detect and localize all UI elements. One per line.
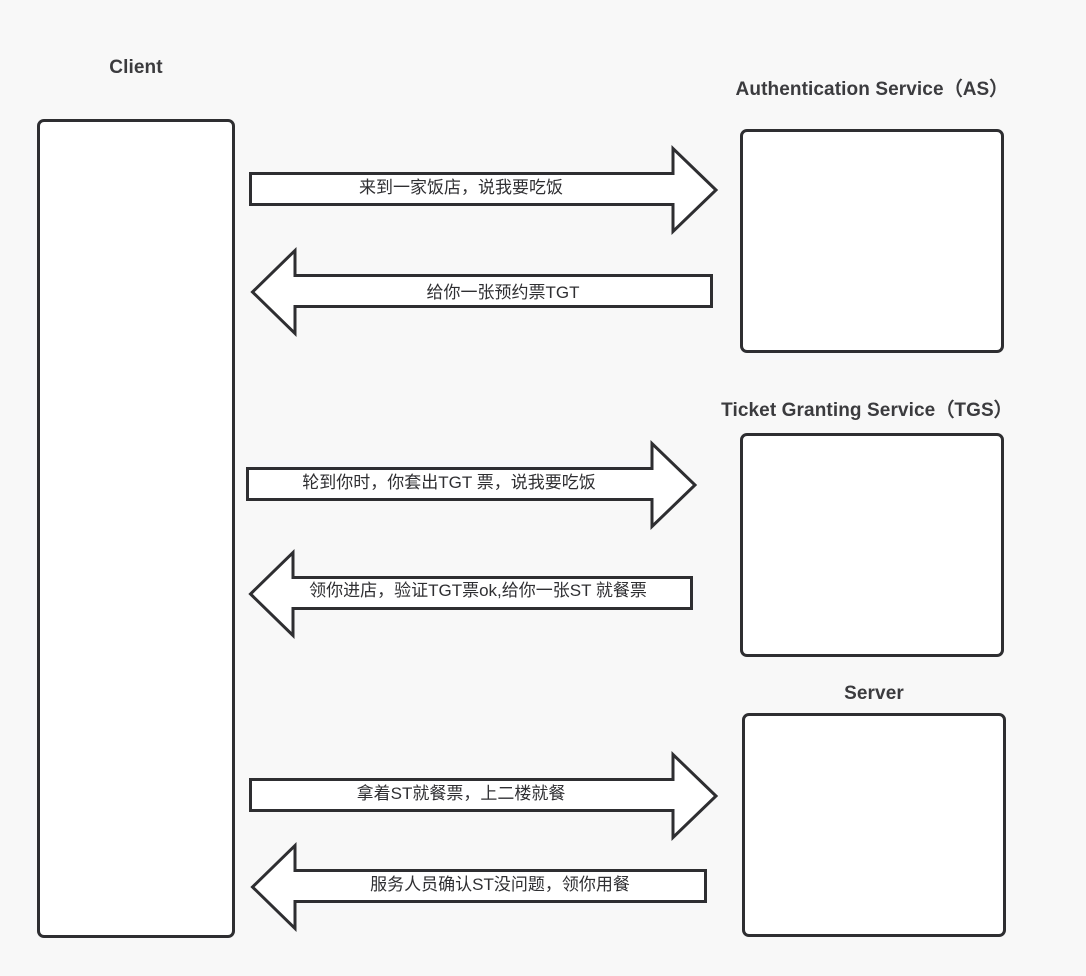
- message-arrow-6: [250, 841, 707, 933]
- actor-box-server: [742, 713, 1006, 937]
- actor-title-server: Server: [844, 683, 904, 704]
- actor-title-authentication-service: Authentication Service（AS）: [735, 79, 1009, 100]
- actor-title-ticket-granting-service: Ticket Granting Service（TGS）: [721, 400, 1013, 421]
- message-arrow-2: [250, 246, 713, 338]
- actor-box-client: [37, 119, 235, 938]
- message-arrow-3: [246, 439, 698, 531]
- message-arrow-5: [249, 750, 719, 842]
- message-arrow-4: [248, 548, 693, 640]
- actor-box-ticket-granting-service: [740, 433, 1004, 657]
- actor-title-client: Client: [109, 57, 163, 78]
- message-arrow-1: [249, 144, 719, 236]
- actor-box-authentication-service: [740, 129, 1004, 353]
